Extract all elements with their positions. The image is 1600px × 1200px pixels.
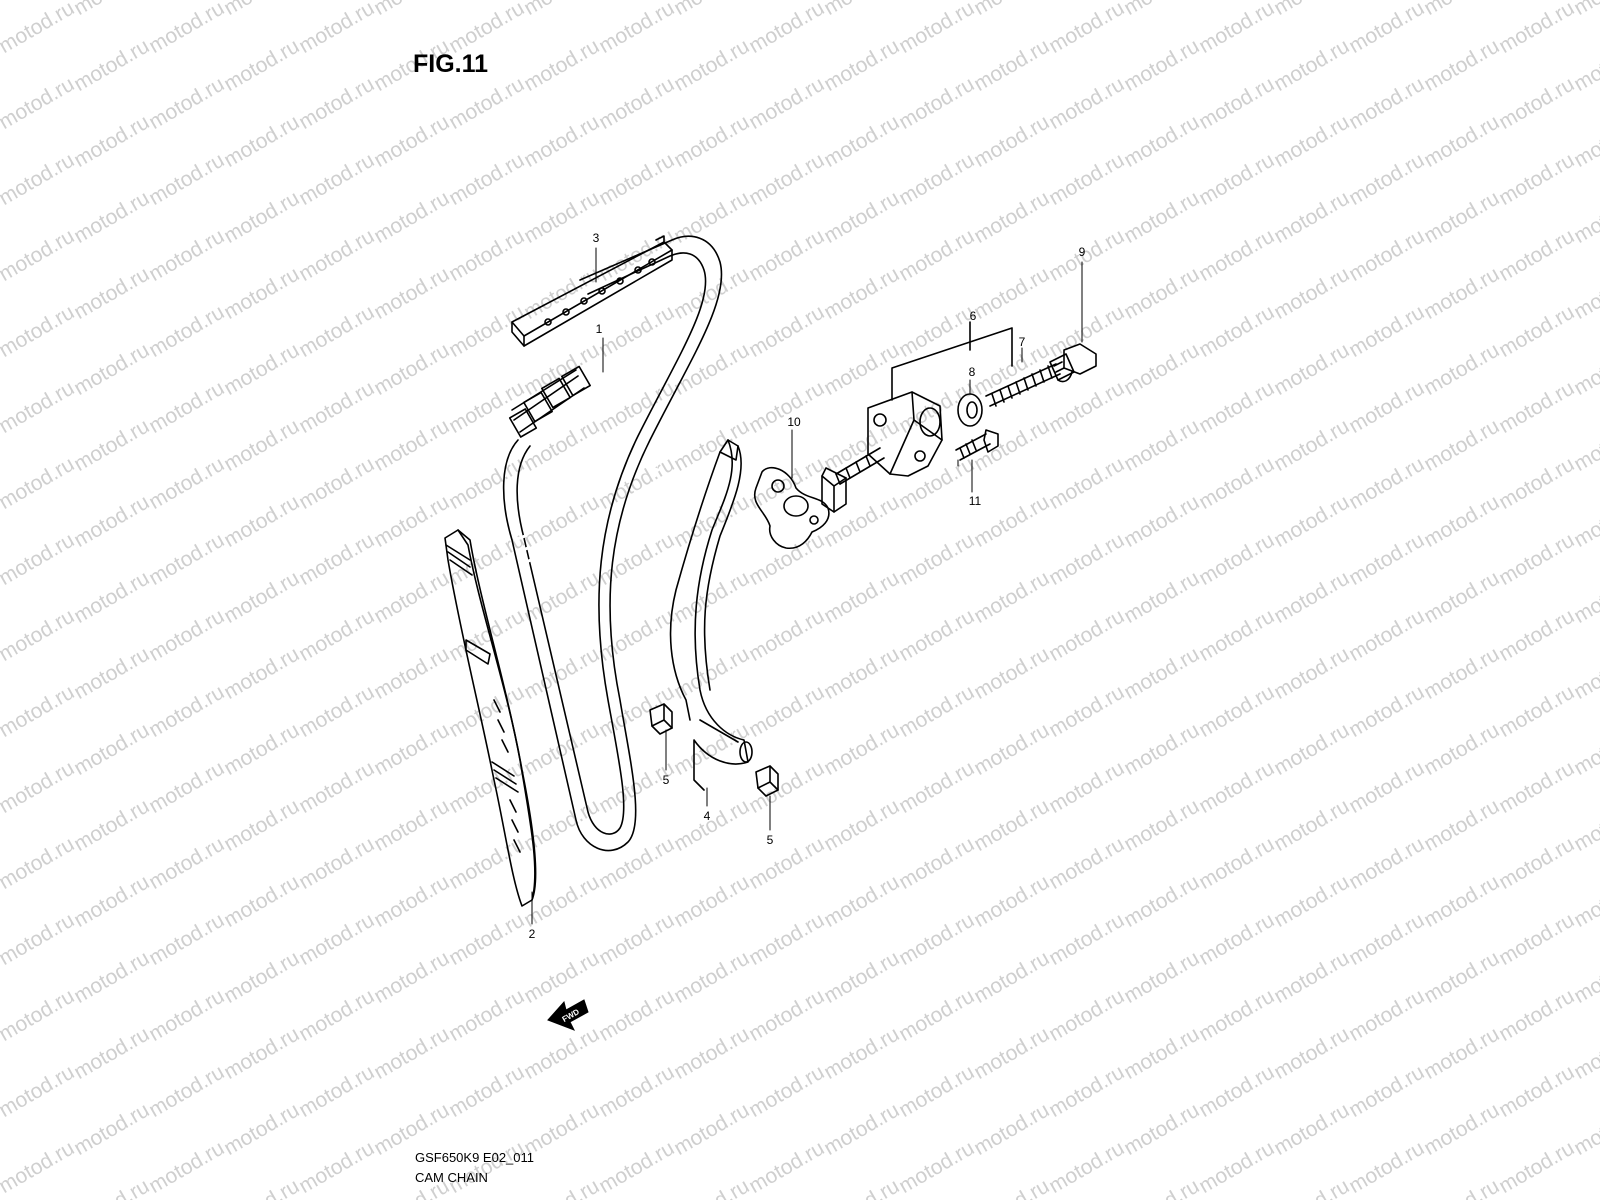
callout-leaders xyxy=(531,247,1083,925)
tensioner-spring xyxy=(985,363,1061,407)
chain-guide-tensioner xyxy=(669,439,753,791)
callout-5b: 5 xyxy=(767,833,774,847)
guide-bushing-1 xyxy=(649,703,673,735)
callout-9: 9 xyxy=(1079,245,1086,259)
chain-guide-upper xyxy=(511,235,673,347)
tensioner-washer xyxy=(957,393,983,427)
callout-numbers: 1 2 3 4 5 5 6 7 8 9 10 11 xyxy=(529,231,1086,941)
chain-tensioner xyxy=(821,321,1013,513)
tensioner-gasket xyxy=(753,466,830,550)
callout-2: 2 xyxy=(529,927,536,941)
callout-4: 4 xyxy=(704,809,711,823)
callout-7: 7 xyxy=(1019,335,1026,349)
fwd-arrow-icon: FWD xyxy=(547,999,589,1031)
tensioner-cap-bolt xyxy=(1049,343,1097,383)
callout-1: 1 xyxy=(596,322,603,336)
callout-8: 8 xyxy=(969,365,976,379)
cam-chain xyxy=(502,235,723,852)
callout-3: 3 xyxy=(593,231,600,245)
callout-10: 10 xyxy=(787,415,801,429)
callout-6: 6 xyxy=(970,309,977,323)
callout-5a: 5 xyxy=(663,773,670,787)
model-code: GSF650K9 E02_011 xyxy=(415,1150,535,1165)
figure-title: FIG.11 xyxy=(413,50,489,78)
callout-11: 11 xyxy=(969,494,982,508)
section-name: CAM CHAIN xyxy=(415,1170,488,1185)
tensioner-mounting-bolt xyxy=(955,429,999,461)
guide-bushing-2 xyxy=(755,765,779,797)
